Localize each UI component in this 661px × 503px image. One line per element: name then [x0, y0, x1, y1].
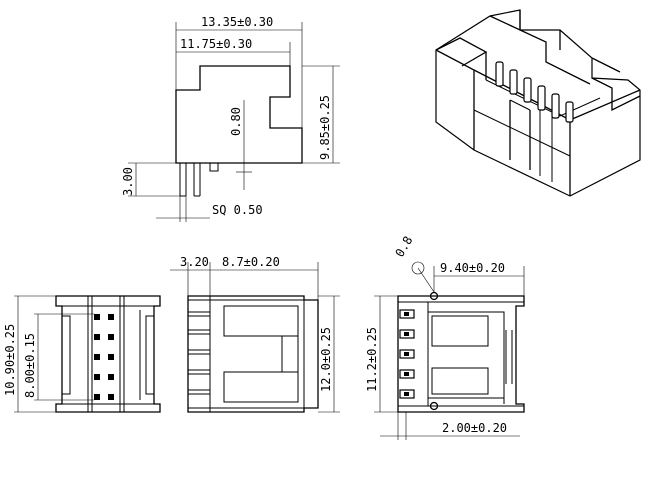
bottom-view: 3.20 8.7±0.20 12.0±0.25 — [170, 255, 340, 413]
dim-pin-square: SQ 0.50 — [212, 203, 263, 217]
bottom-pins — [187, 311, 211, 395]
dim-hole: 0.8 — [392, 234, 415, 260]
side-view: 13.35±0.30 11.75±0.30 9.85±0.25 0.80 3.0… — [121, 15, 340, 222]
dim-outer-height: 10.90±0.25 — [3, 324, 17, 396]
top-pins — [399, 309, 415, 399]
front-view: 10.90±0.25 8.00±0.15 — [3, 295, 161, 413]
dim-pin-span: 8.00±0.15 — [23, 333, 37, 398]
dim-inner: 0.80 — [229, 107, 243, 136]
dim-top-width: 9.40±0.20 — [440, 261, 505, 275]
dim-total-width: 13.35±0.30 — [201, 15, 273, 29]
dim-pin-length: 3.00 — [121, 167, 135, 196]
top-view: 0.8 9.40±0.20 11.2±0.25 2.00±0.20 — [365, 234, 525, 440]
hole-top — [429, 291, 439, 301]
dim-width: 8.7±0.20 — [222, 255, 280, 269]
dim-body-width: 11.75±0.30 — [180, 37, 252, 51]
dim-pitch: 2.00±0.20 — [442, 421, 507, 435]
front-pins — [94, 314, 114, 400]
dim-height: 9.85±0.25 — [318, 95, 332, 160]
dim-top-height: 11.2±0.25 — [365, 327, 379, 392]
dim-bottom-height: 12.0±0.25 — [319, 327, 333, 392]
iso-view — [435, 9, 641, 197]
dim-offset: 3.20 — [180, 255, 209, 269]
iso-pins — [495, 61, 574, 123]
hole-bottom — [429, 401, 439, 411]
